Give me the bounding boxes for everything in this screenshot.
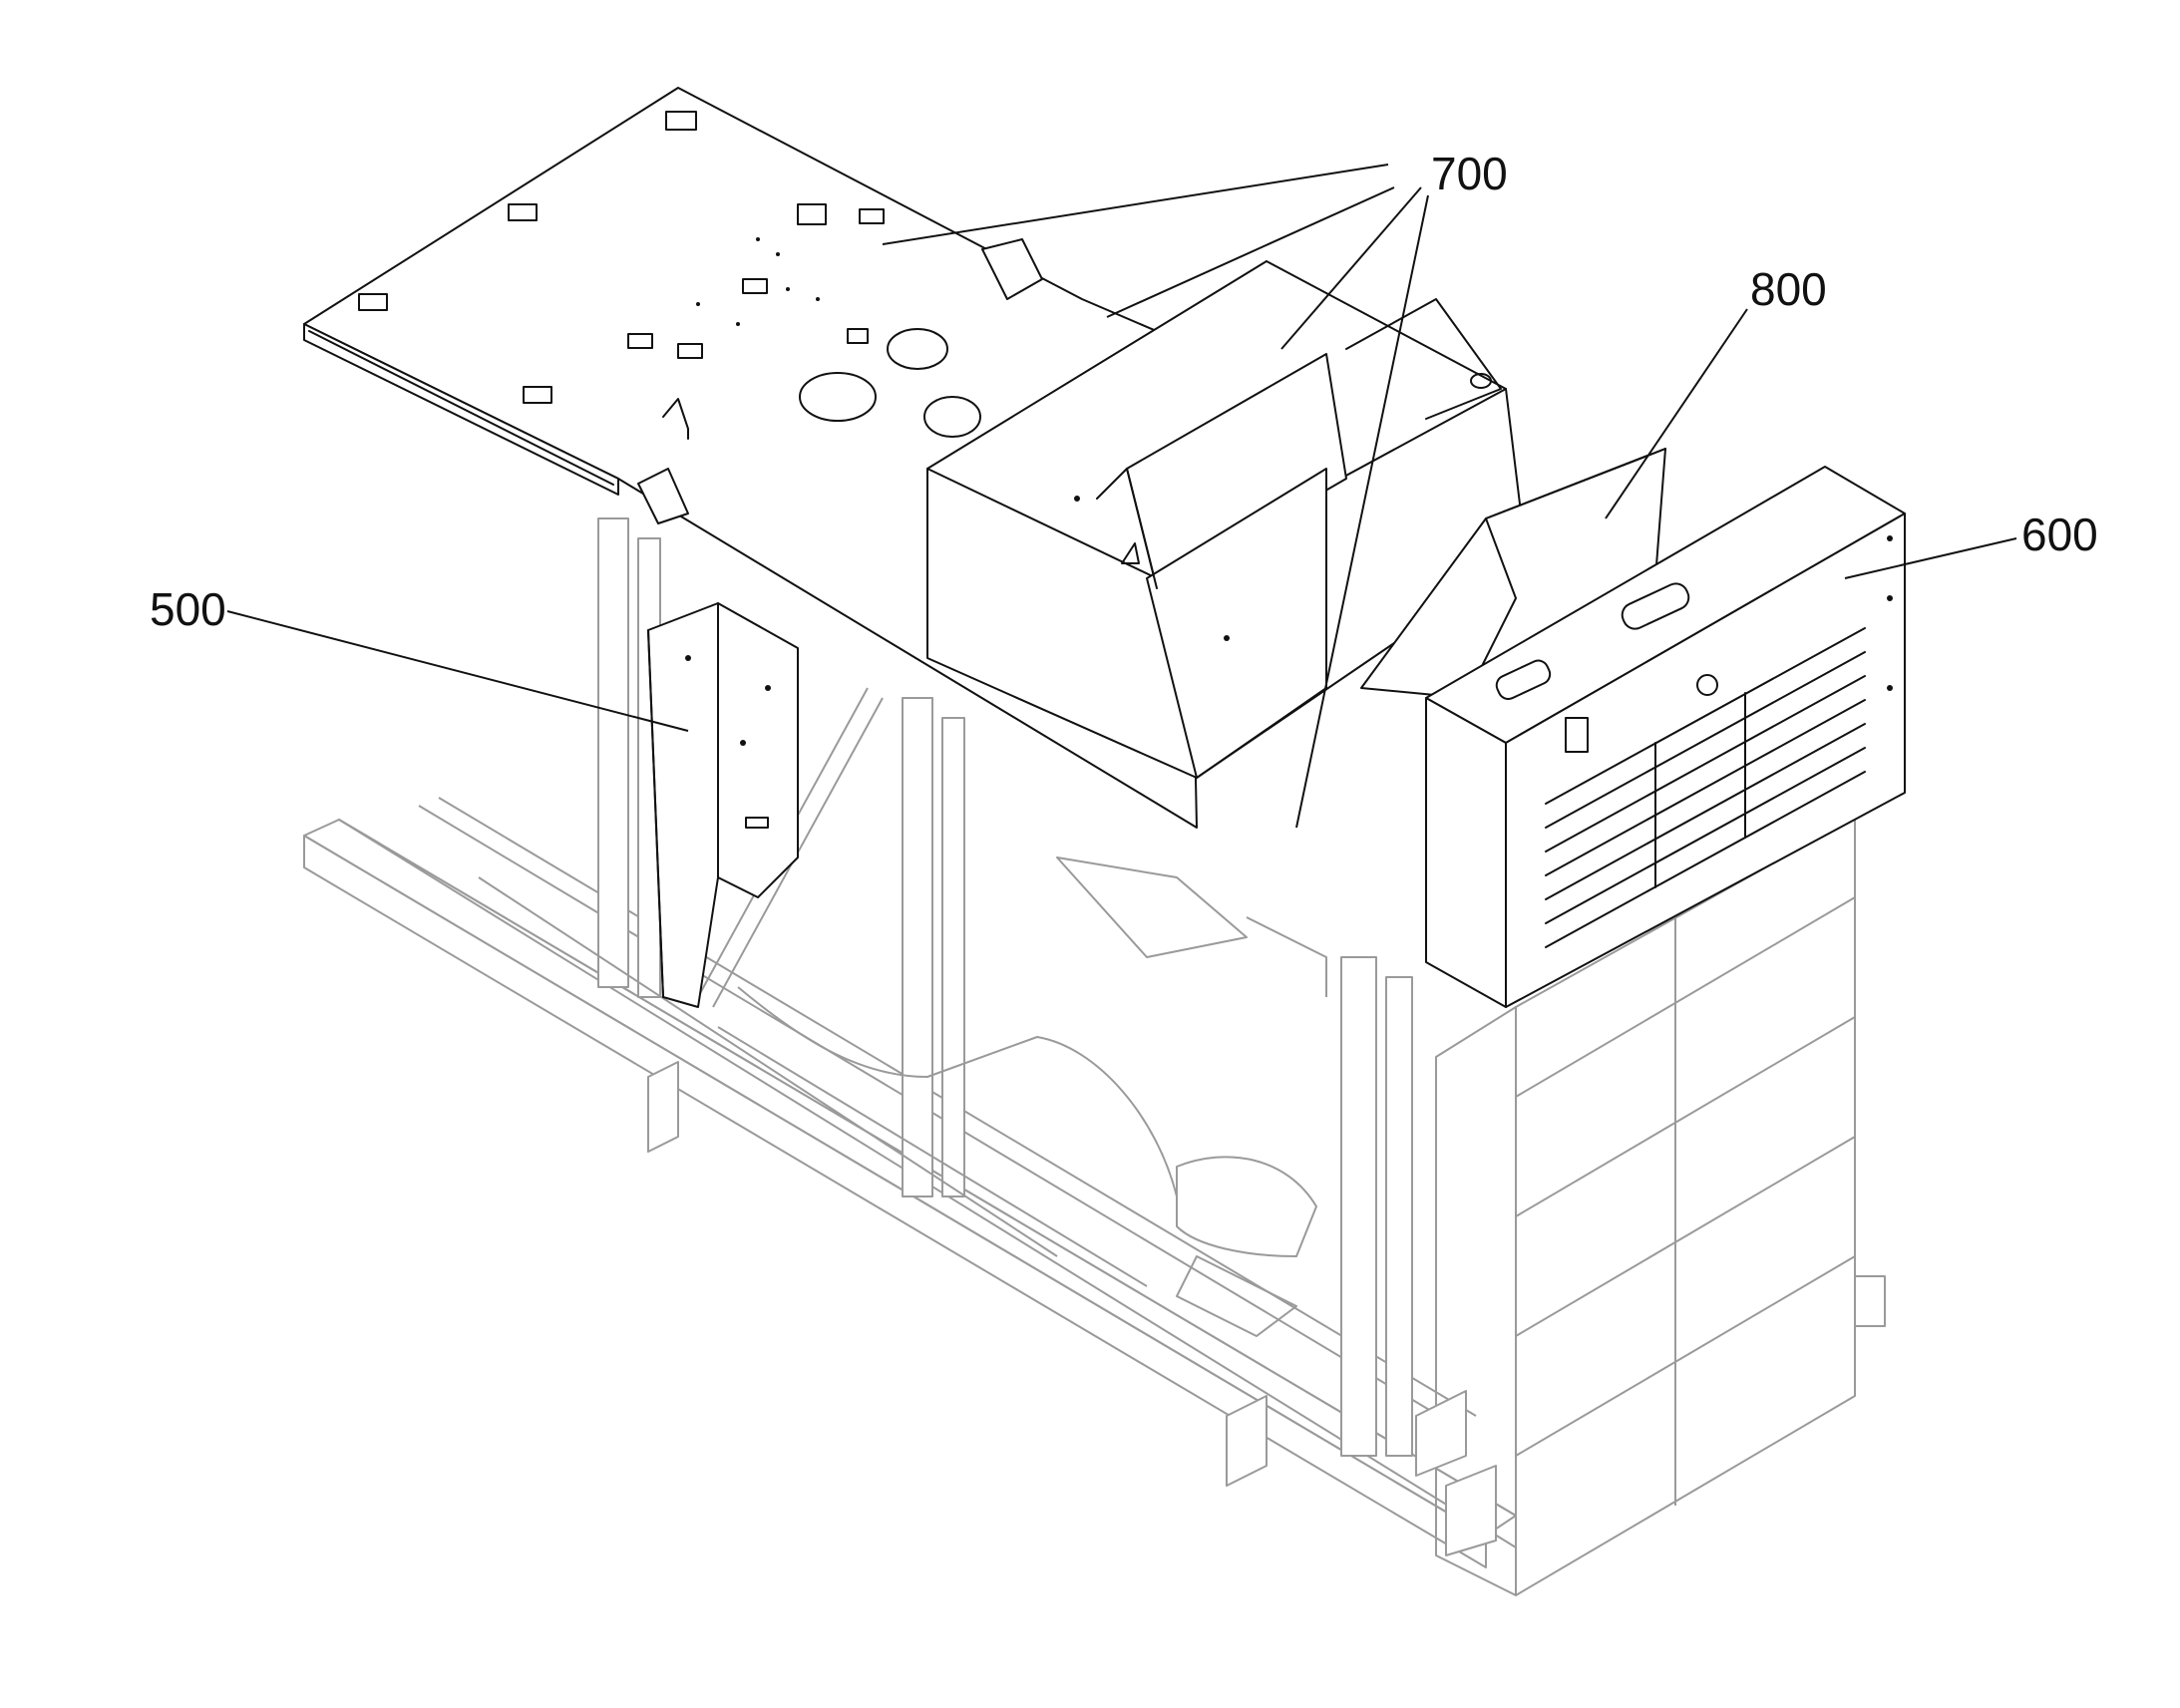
grille-unit-600 <box>1425 466 1906 1008</box>
lower-frame-ghost <box>303 517 1886 1596</box>
label-500: 500 <box>150 583 226 635</box>
vent-louvers <box>1545 627 1866 948</box>
label-700: 700 <box>1431 148 1508 199</box>
label-800: 800 <box>1750 263 1827 315</box>
leader-lines <box>226 164 2017 829</box>
central-housing <box>926 260 1527 779</box>
frame-unit-500 <box>647 602 799 1008</box>
label-600: 600 <box>2021 509 2098 560</box>
